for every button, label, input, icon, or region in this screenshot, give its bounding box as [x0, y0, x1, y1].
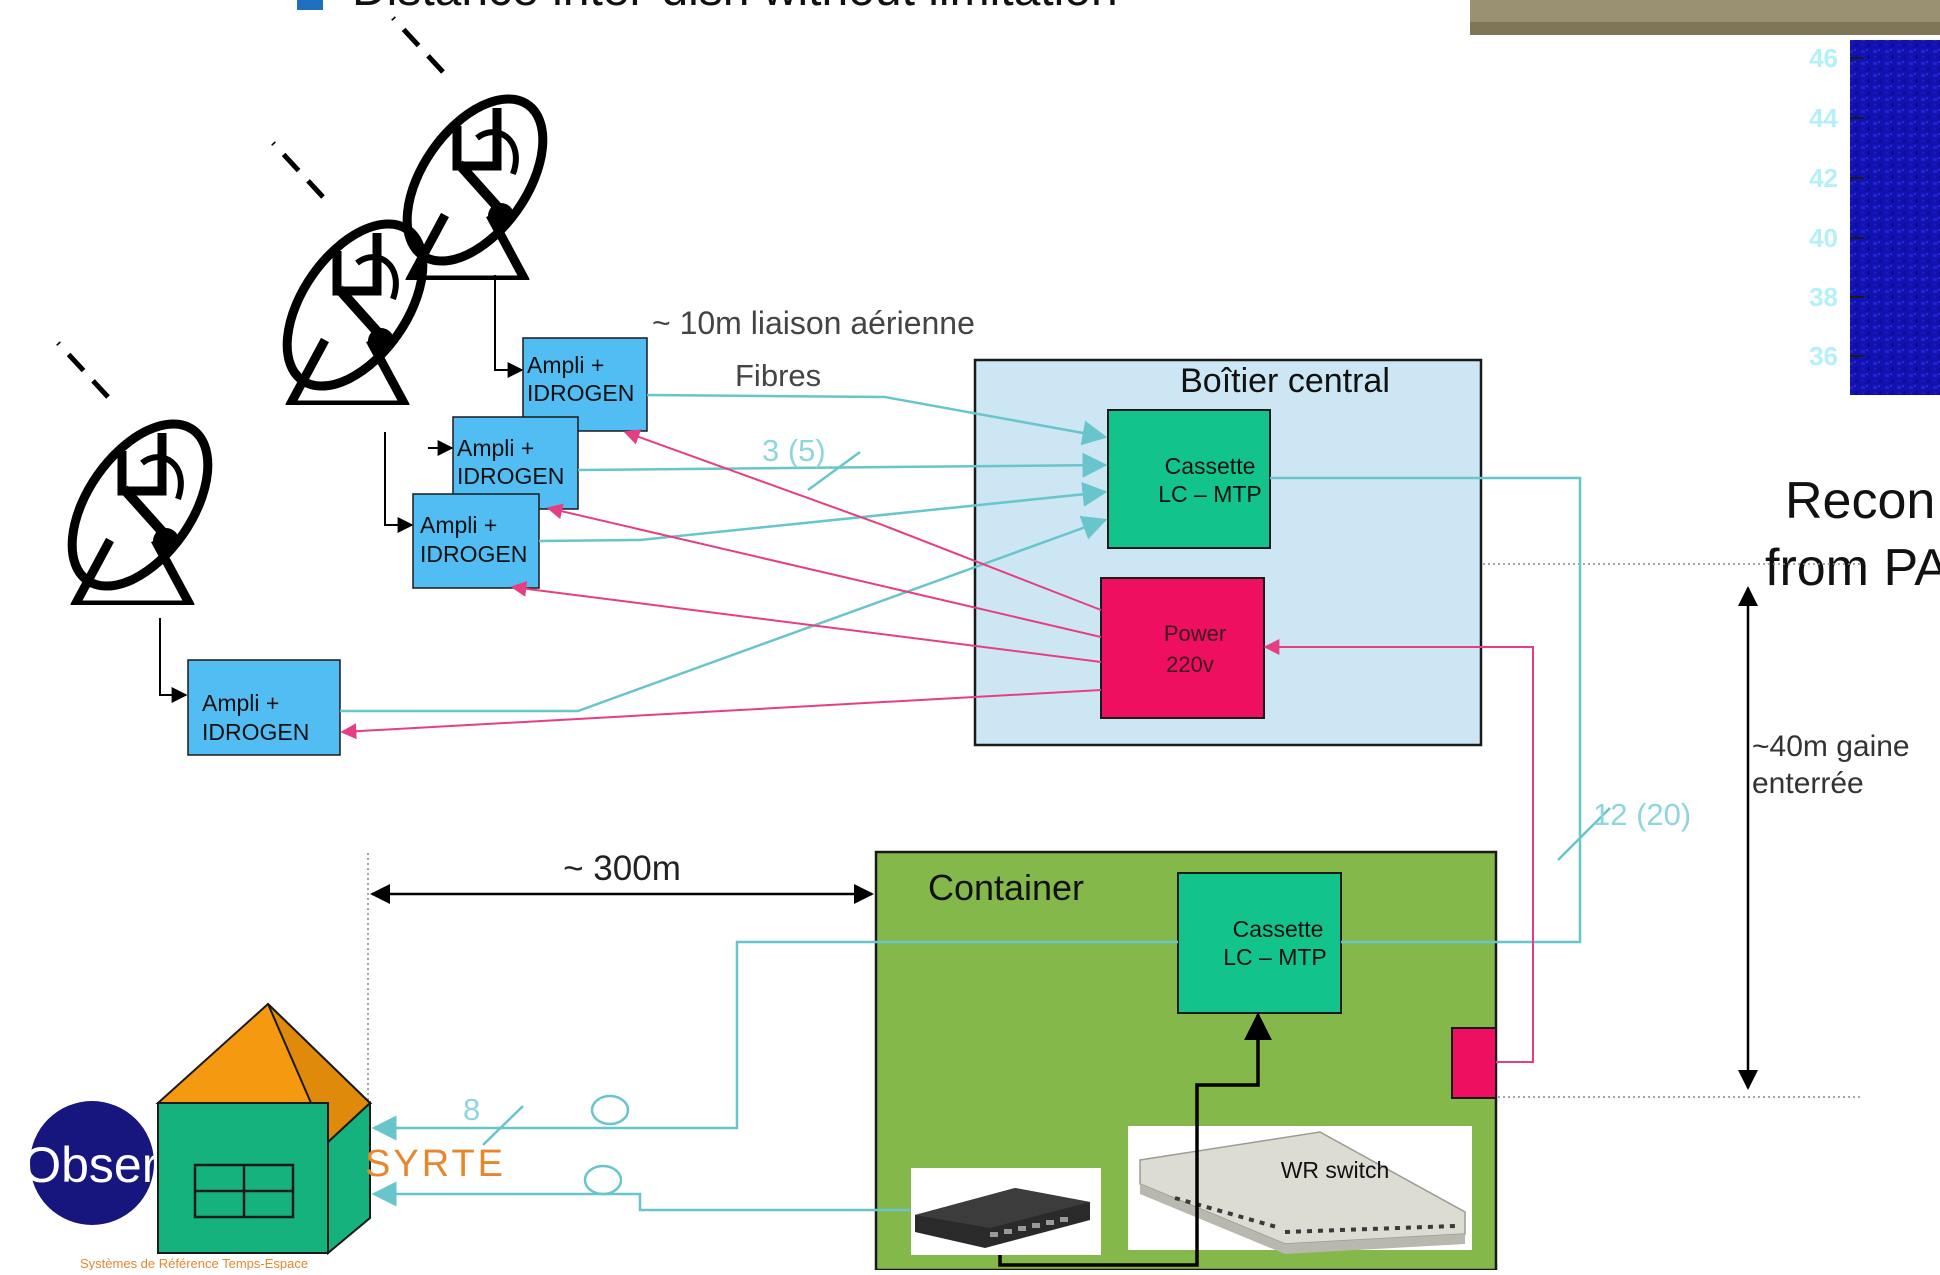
svg-text:Cassette: Cassette	[1165, 453, 1256, 479]
svg-text:IDROGEN: IDROGEN	[527, 380, 634, 406]
svg-text:LC – MTP: LC – MTP	[1223, 944, 1327, 970]
fibre-count-top: 3 (5)	[762, 433, 826, 468]
svg-text:Ampli +: Ampli +	[527, 352, 604, 378]
container-title: Container	[928, 867, 1084, 908]
central-box-title: Boîtier central	[1180, 362, 1390, 400]
buried-label-1: ~40m gaine	[1752, 730, 1910, 763]
header-fragment: Distance inter-dish without limitation	[352, 0, 1118, 16]
fibres-label: Fibres	[735, 358, 821, 393]
heatmap-y-tick: 40	[1809, 223, 1838, 253]
distance-label: ~ 300m	[563, 849, 681, 888]
dish-antenna-icon	[260, 143, 451, 410]
svg-text:220v: 220v	[1166, 652, 1214, 677]
svg-text:IDROGEN: IDROGEN	[202, 719, 309, 745]
caption-line-1: Recon	[1785, 472, 1935, 530]
svg-text:IDROGEN: IDROGEN	[457, 463, 564, 489]
heatmap-y-tick: 44	[1809, 103, 1838, 133]
fibre-count-bottom: 8	[463, 1092, 480, 1127]
wr-switch-label: WR switch	[1281, 1157, 1390, 1183]
heatmap-y-tick: 42	[1809, 163, 1838, 193]
syrte-subtitle: Systèmes de Référence Temps-Espace	[80, 1256, 308, 1270]
caption-line-2: from PA	[1765, 539, 1940, 597]
svg-text:Ampli +: Ampli +	[202, 690, 279, 716]
svg-text:IDROGEN: IDROGEN	[420, 541, 527, 567]
svg-text:Ampli +: Ampli +	[420, 512, 497, 538]
container-power-socket	[1452, 1028, 1496, 1098]
heatmap-image	[1850, 40, 1940, 395]
fibre-count-right: 12 (20)	[1593, 797, 1691, 832]
svg-text:Power: Power	[1164, 621, 1226, 646]
svg-text:LC – MTP: LC – MTP	[1158, 481, 1262, 507]
bullet-icon	[297, 0, 323, 10]
dish-antenna-icon	[380, 18, 571, 285]
observatory-logo-text: l’Obser	[0, 1137, 158, 1193]
svg-text:Ampli +: Ampli +	[457, 435, 534, 461]
svg-text:Cassette: Cassette	[1233, 916, 1324, 942]
air-link-label: ~ 10m liaison aérienne	[652, 305, 975, 341]
heatmap-y-tick: 36	[1809, 341, 1838, 371]
central-cassette	[1108, 410, 1270, 548]
heatmap-y-tick: 38	[1809, 282, 1838, 312]
buried-label-2: enterrée	[1752, 767, 1864, 800]
dish-antenna-icon	[45, 343, 236, 610]
syrte-logo-text: SYRTE	[365, 1143, 506, 1185]
power-unit	[1101, 578, 1264, 718]
heatmap-y-tick: 46	[1809, 43, 1838, 73]
container-cassette	[1178, 873, 1341, 1013]
